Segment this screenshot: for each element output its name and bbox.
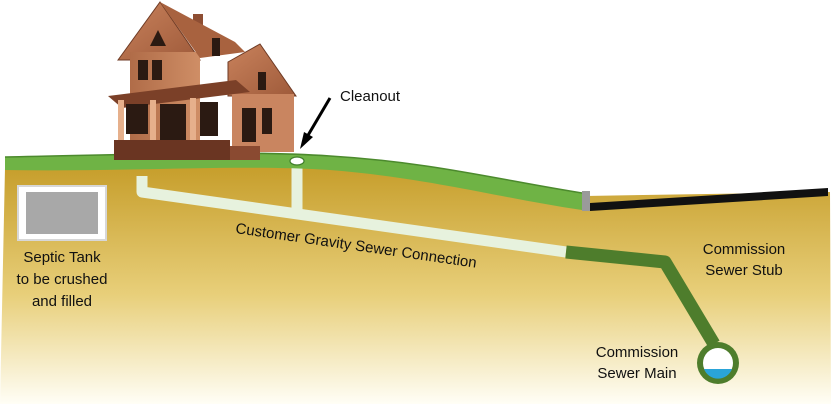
customer-sewer-pipe (136, 164, 567, 258)
septic-tank-label-line1: Septic Tank (23, 249, 101, 266)
septic-tank (26, 192, 98, 234)
sewer-stub-label-line2: Sewer Stub (705, 262, 783, 279)
curb (582, 191, 590, 211)
house (108, 1, 297, 160)
sewer-main-label-line1: Commission (596, 344, 679, 361)
road-surface (590, 188, 828, 211)
septic-tank-label-line3: and filled (32, 293, 92, 310)
sewer-water (704, 369, 732, 379)
grass-surface (5, 153, 582, 210)
sewer-stub-label-line1: Commission (703, 241, 786, 258)
sewer-main-label-line2: Sewer Main (597, 365, 676, 382)
commission-sewer-stub (565, 245, 720, 348)
cleanout-label: Cleanout (340, 88, 401, 105)
septic-tank-label-line2: to be crushed (17, 271, 108, 288)
cleanout-cap (289, 156, 305, 166)
soil (0, 161, 831, 404)
grass-edge (4, 152, 583, 194)
cleanout-arrow (300, 97, 332, 149)
